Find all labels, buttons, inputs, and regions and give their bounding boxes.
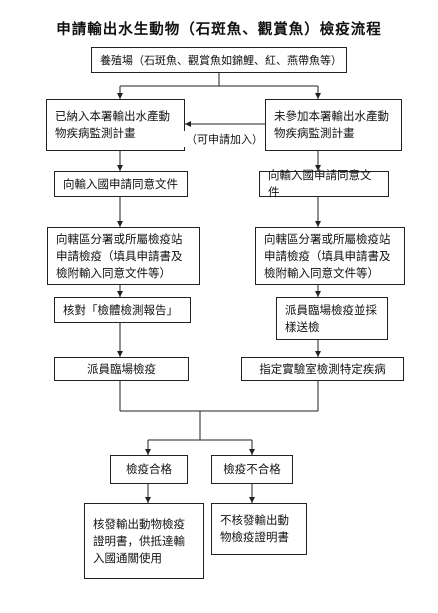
node-right-apply-quarantine: 向轄區分署或所屬檢疫站申請檢疫（填具申請書及檢附輸入同意文件等） [255, 227, 405, 285]
node-issue-cert: 核發輸出動物檢疫證明書，供抵達輸入國通關使用 [84, 503, 204, 579]
node-farm-label: 養殖場（石斑魚、觀賞魚如錦鯉、紅、燕帶魚等） [100, 53, 342, 67]
node-right-sampling: 派員臨場檢疫並採樣送檢 [276, 297, 388, 340]
node-issue-cert-label: 核發輸出動物檢疫證明書，供抵達輸入國通關使用 [93, 516, 185, 565]
node-pass: 檢疫合格 [110, 455, 188, 484]
node-left-import-permit-label: 向輸入國申請同意文件 [63, 176, 178, 191]
node-right-lab: 指定實驗室檢測特定疾病 [241, 357, 404, 381]
node-fail-label: 檢疫不合格 [223, 462, 281, 476]
node-left-apply-quarantine: 向轄區分署或所屬檢疫站申請檢疫（填具申請書及檢附輸入同意文件等） [47, 227, 200, 285]
node-left-onsite-label: 派員臨場檢疫 [87, 361, 156, 376]
node-left-enrolled: 已納入本署輸出水產動物疾病監測計畫 [46, 99, 185, 151]
node-right-apply-quarantine-label: 向轄區分署或所屬檢疫站申請檢疫（填具申請書及檢附輸入同意文件等） [264, 231, 391, 280]
node-left-apply-quarantine-label: 向轄區分署或所屬檢疫站申請檢疫（填具申請書及檢附輸入同意文件等） [56, 231, 183, 280]
node-right-lab-label: 指定實驗室檢測特定疾病 [259, 361, 386, 376]
node-left-import-permit: 向輸入國申請同意文件 [54, 171, 188, 197]
node-no-cert-label: 不核發輸出動物檢疫證明書 [220, 513, 289, 544]
node-right-sampling-label: 派員臨場檢疫並採樣送檢 [285, 302, 377, 334]
node-left-verify-report-label: 核對「檢體檢測報告」 [63, 302, 178, 317]
node-pass-label: 檢疫合格 [126, 462, 172, 476]
note-can-apply-join: （可申請加入） [184, 131, 265, 147]
node-left-onsite: 派員臨場檢疫 [54, 357, 189, 381]
node-right-not-enrolled-label: 未參加本署輸出水產動物疾病監測計畫 [274, 109, 389, 140]
node-fail: 檢疫不合格 [211, 455, 293, 484]
node-right-not-enrolled: 未參加本署輸出水產動物疾病監測計畫 [265, 99, 402, 151]
node-left-verify-report: 核對「檢體檢測報告」 [54, 297, 191, 323]
page-title: 申請輸出水生動物（石斑魚、觀賞魚）檢疫流程 [56, 21, 382, 38]
node-no-cert: 不核發輸出動物檢疫證明書 [211, 503, 307, 555]
node-left-enrolled-label: 已納入本署輸出水產動物疾病監測計畫 [55, 109, 170, 140]
node-right-import-permit-label: 向輸入國申請同意文件 [268, 168, 372, 199]
node-farm: 養殖場（石斑魚、觀賞魚如錦鯉、紅、燕帶魚等） [91, 47, 347, 73]
node-right-import-permit: 向輸入國申請同意文件 [259, 168, 389, 199]
